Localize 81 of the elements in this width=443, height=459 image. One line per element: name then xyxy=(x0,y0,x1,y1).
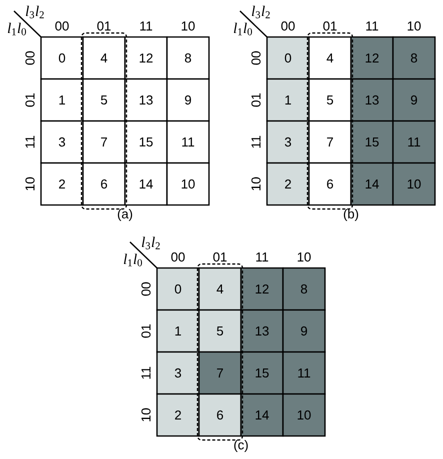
karnaugh-cell: 7 xyxy=(82,120,126,164)
panel-caption: (c) xyxy=(234,440,248,452)
karnaugh-cell: 13 xyxy=(124,78,168,122)
karnaugh-cell: 3 xyxy=(156,351,200,395)
karnaugh-cell: 12 xyxy=(350,36,394,80)
karnaugh-cell: 14 xyxy=(350,162,394,206)
karnaugh-cell: 10 xyxy=(392,162,436,206)
variable-label: l$_{1}$l$_{0}$ xyxy=(8,22,26,36)
karnaugh-cell: 0 xyxy=(266,36,310,80)
column-header: 01 xyxy=(323,21,337,31)
column-header: 01 xyxy=(213,252,227,262)
row-header: 00 xyxy=(141,282,151,296)
row-header: 10 xyxy=(25,177,35,190)
karnaugh-cell: 10 xyxy=(166,162,210,206)
karnaugh-cell: 15 xyxy=(124,120,168,164)
karnaugh-cell: 5 xyxy=(308,78,352,122)
variable-label: l$_{1}$l$_{0}$ xyxy=(234,22,252,36)
karnaugh-cell: 13 xyxy=(240,309,284,353)
row-header: 01 xyxy=(141,324,151,338)
karnaugh-cell: 12 xyxy=(240,267,284,311)
karnaugh-cell: 5 xyxy=(198,309,242,353)
karnaugh-cell: 3 xyxy=(40,120,84,164)
karnaugh-cell: 8 xyxy=(166,36,210,80)
karnaugh-cell: 1 xyxy=(40,78,84,122)
karnaugh-cell: 2 xyxy=(266,162,310,206)
karnaugh-cell: 6 xyxy=(308,162,352,206)
column-header: 01 xyxy=(97,21,111,31)
karnaugh-cell: 4 xyxy=(82,36,126,80)
karnaugh-cell: 14 xyxy=(124,162,168,206)
karnaugh-cell: 11 xyxy=(282,351,326,395)
column-header: 00 xyxy=(55,21,69,31)
karnaugh-cell: 15 xyxy=(350,120,394,164)
karnaugh-cell: 9 xyxy=(282,309,326,353)
karnaugh-cell: 8 xyxy=(392,36,436,80)
karnaugh-cell: 15 xyxy=(240,351,284,395)
karnaugh-cell: 4 xyxy=(308,36,352,80)
column-header: 10 xyxy=(298,252,311,262)
column-header: 00 xyxy=(171,252,185,262)
karnaugh-cell: 2 xyxy=(40,162,84,206)
panel-caption: (b) xyxy=(344,208,358,222)
karnaugh-cell: 4 xyxy=(198,267,242,311)
row-header: 10 xyxy=(251,177,261,190)
karnaugh-cell: 2 xyxy=(156,393,200,437)
row-header: 01 xyxy=(25,93,35,107)
karnaugh-cell: 7 xyxy=(198,351,242,395)
karnaugh-cell: 14 xyxy=(240,393,284,437)
karnaugh-cell: 0 xyxy=(156,267,200,311)
column-header: 00 xyxy=(281,21,295,31)
karnaugh-cell: 9 xyxy=(166,78,210,122)
row-header: 11 xyxy=(26,136,34,148)
karnaugh-cell: 12 xyxy=(124,36,168,80)
column-header: 10 xyxy=(408,21,421,31)
variable-label: l$_{3}$l$_{2}$ xyxy=(142,236,160,250)
column-header: 11 xyxy=(366,22,378,30)
karnaugh-cell: 11 xyxy=(166,120,210,164)
karnaugh-cell: 7 xyxy=(308,120,352,164)
karnaugh-cell: 9 xyxy=(392,78,436,122)
karnaugh-cell: 6 xyxy=(198,393,242,437)
row-header: 11 xyxy=(252,136,260,148)
karnaugh-cell: 3 xyxy=(266,120,310,164)
column-header: 11 xyxy=(256,252,268,262)
karnaugh-cell: 13 xyxy=(350,78,394,122)
variable-label: l$_{3}$l$_{2}$ xyxy=(252,6,270,18)
variable-label: l$_{1}$l$_{0}$ xyxy=(124,254,142,266)
row-header: 00 xyxy=(251,51,261,65)
karnaugh-cell: 11 xyxy=(392,120,436,164)
row-header: 00 xyxy=(25,51,35,65)
row-header: 01 xyxy=(251,93,261,107)
karnaugh-cell: 5 xyxy=(82,78,126,122)
column-header: 10 xyxy=(182,21,195,31)
row-header: 10 xyxy=(141,408,151,422)
karnaugh-cell: 6 xyxy=(82,162,126,206)
panel-caption: (a) xyxy=(118,208,132,222)
karnaugh-cell: 1 xyxy=(266,78,310,122)
karnaugh-cell: 10 xyxy=(282,393,326,437)
column-header: 11 xyxy=(140,22,152,30)
row-header: 11 xyxy=(142,366,150,379)
karnaugh-cell: 0 xyxy=(40,36,84,80)
karnaugh-cell: 8 xyxy=(282,267,326,311)
variable-label: l$_{3}$l$_{2}$ xyxy=(26,6,44,18)
karnaugh-cell: 1 xyxy=(156,309,200,353)
